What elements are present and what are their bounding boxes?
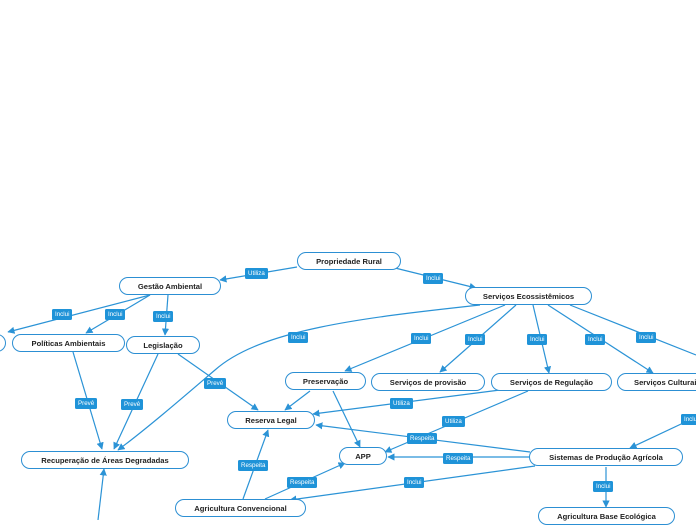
edge-preservacao-reserva <box>284 390 311 411</box>
link-label-inclui: Inclui <box>636 332 657 343</box>
edge-gestao-offscreen <box>7 294 151 334</box>
link-label-utiliza: Utiliza <box>442 416 465 427</box>
edge-servicos-offscreen <box>569 304 696 356</box>
link-label-respeita: Respeita <box>287 477 318 488</box>
link-label-preve: Prevê <box>75 398 98 409</box>
link-label-inclui: Inclui <box>585 334 606 345</box>
link-label-inclui: Inclui <box>465 334 486 345</box>
node-politicas-ambientais[interactable]: Políticas Ambientais <box>12 334 125 352</box>
node-reserva-legal[interactable]: Reserva Legal <box>227 411 315 429</box>
edge-preservacao-app <box>332 390 361 448</box>
link-label-inclui: Inclui <box>423 273 444 284</box>
node-legislacao[interactable]: Legislação <box>126 336 200 354</box>
link-label-respeita: Respeita <box>238 460 269 471</box>
link-label-inclui: Inclui <box>153 311 174 322</box>
node-servicos-regulacao[interactable]: Serviços de Regulação <box>491 373 612 391</box>
link-label-inclui: Inclui <box>52 309 73 320</box>
node-agricultura-convencional[interactable]: Agricultura Convencional <box>175 499 306 517</box>
link-label-respeita: Respeita <box>443 453 474 464</box>
link-label-preve: Prevê <box>121 399 144 410</box>
node-agricultura-ecologica[interactable]: Agricultura Base Ecológica <box>538 507 675 525</box>
link-label-inclui: Inclui <box>411 333 432 344</box>
link-label-respeita: Respeita <box>407 433 438 444</box>
link-label-inclui: Inclui <box>527 334 548 345</box>
node-preservacao[interactable]: Preservação <box>285 372 366 390</box>
node-servicos-provisao[interactable]: Serviços de provisão <box>371 373 485 391</box>
node-recuperacao-areas[interactable]: Recuperação de Áreas Degradadas <box>21 451 189 469</box>
node-app[interactable]: APP <box>339 447 387 465</box>
node-servicos-ecossistemicos[interactable]: Serviços Ecossistêmicos <box>465 287 592 305</box>
link-label-inclui: Inclui <box>288 332 309 343</box>
link-label-inclui: Inclui <box>681 414 696 425</box>
link-label-preve: Prevê <box>204 378 227 389</box>
edge-servicos-recuperacao <box>117 304 481 451</box>
edge-offscreen-recuperacao <box>97 468 107 520</box>
link-label-utiliza: Utiliza <box>390 398 413 409</box>
link-label-inclui: Inclui <box>105 309 126 320</box>
node-servicos-culturais[interactable]: Serviços Culturais <box>617 373 696 391</box>
link-label-utiliza: Utiliza <box>245 268 268 279</box>
node-sistemas-producao[interactable]: Sistemas de Produção Agrícola <box>529 448 683 466</box>
link-label-inclui: Inclui <box>404 477 425 488</box>
node-propriedade-rural[interactable]: Propriedade Rural <box>297 252 401 270</box>
link-label-inclui: Inclui <box>593 481 614 492</box>
node-gestao-ambiental[interactable]: Gestão Ambiental <box>119 277 221 295</box>
